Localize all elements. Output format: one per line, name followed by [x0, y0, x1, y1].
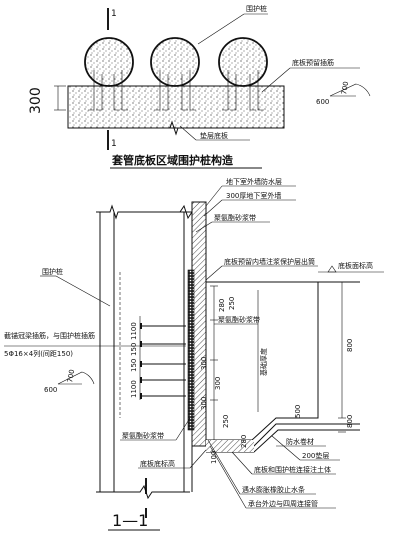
dim-250: 250 [228, 297, 236, 310]
dim-250b: 250 [222, 415, 230, 428]
section-mark-bottom: 1 [111, 139, 117, 149]
pile-1 [84, 37, 134, 87]
top-caption: 套管底板区域围护桩构造 [112, 153, 234, 167]
section-mark-top: 1 [111, 9, 117, 19]
label-foundation-thick: 基础厚度 [259, 348, 268, 376]
label-pit: 防水卷材 [286, 437, 314, 446]
label-waterproof: 地下室外墙防水层 [226, 177, 282, 186]
dim-100: 100 [210, 451, 218, 464]
dim-280b: 280 [240, 435, 248, 448]
dim-300: 300 [28, 87, 44, 114]
dim-700-sec: 700 [66, 369, 76, 384]
label-board: 聚氨酯砂浆带 [214, 213, 256, 222]
label-pile-sec: 围护桩 [42, 267, 63, 276]
label-rebar-2: 5Φ16×4列(间距150) [4, 349, 73, 358]
dim-300c: 300 [214, 377, 222, 390]
pile-2 [150, 37, 200, 87]
cushion-slab [67, 85, 285, 129]
label-wall: 300厚地下室外墙 [226, 191, 281, 200]
label-membrane: 聚氨酯砂浆带 [122, 431, 164, 440]
dim-700-top: 700 [340, 81, 350, 96]
section-mark: 1—1 [112, 511, 148, 530]
label-proof3: 承台外边与四周连接管 [248, 499, 318, 508]
section-1-1: 底板面标高 800 800 基础厚度 280 250 300 300 280 1… [4, 177, 384, 531]
dim-500: 500 [294, 405, 302, 418]
label-cushion: 垫层底板 [200, 131, 228, 140]
pile-3 [218, 37, 268, 87]
label-rebar-1: 截锚冠梁插筋，与围护桩插筋 [4, 331, 95, 340]
waterproof-strip [187, 269, 195, 431]
dim-800b: 800 [346, 415, 354, 428]
label-proof1: 底板和围护桩连接注土体 [254, 465, 331, 474]
dim-600-sec: 600 [44, 386, 57, 394]
label-slab-bottom: 底板底标高 [140, 459, 175, 468]
dim-300b: 300 [200, 397, 208, 410]
dim-150a: 150 [130, 343, 138, 356]
dim-1100: 1100 [130, 322, 138, 340]
dim-280: 280 [218, 299, 226, 312]
dim-800: 800 [346, 339, 354, 352]
label-pile-top: 围护桩 [246, 4, 267, 13]
dim-1100b: 1100 [130, 380, 138, 398]
dim-300a: 300 [200, 357, 208, 370]
top-detail: 1 1 300 围护桩 底板预留插筋 700 [28, 4, 371, 169]
label-bottom-elev: 底板面标高 [338, 261, 373, 270]
label-proof2: 遇水膨胀橡胶止水条 [242, 485, 305, 494]
dim-150b: 150 [130, 359, 138, 372]
label-fill: 底板预留内墙注浆保护层出筒 [224, 257, 315, 266]
label-200: 200垫层 [302, 451, 329, 460]
dim-600-top: 600 [316, 98, 329, 106]
label-slab-rebar: 底板预留插筋 [292, 58, 334, 67]
label-cmp: 聚氨酯砂浆带 [218, 315, 260, 324]
